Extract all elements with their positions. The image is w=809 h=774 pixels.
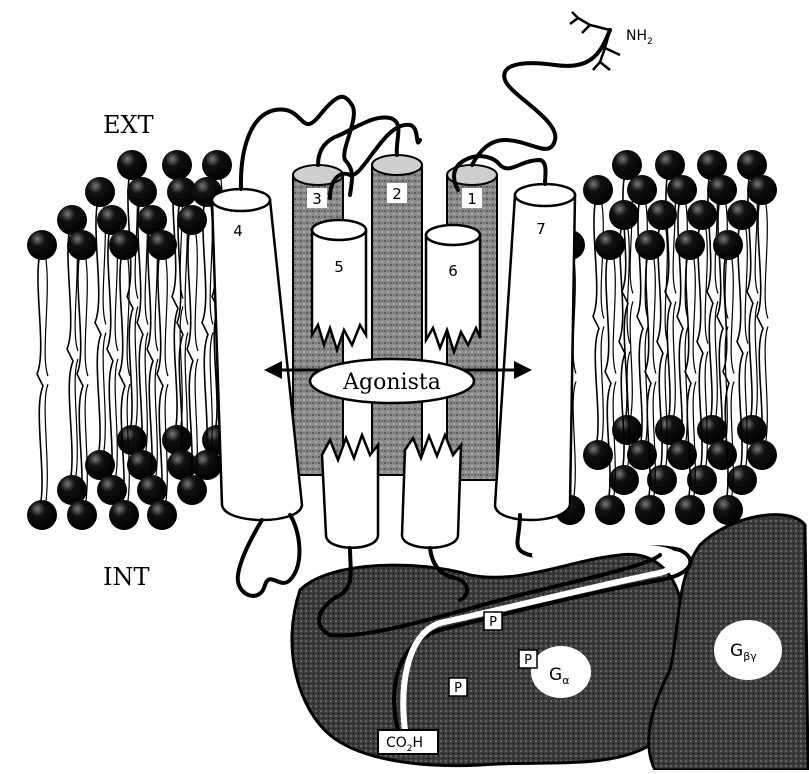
lipid-tail	[137, 200, 143, 457]
helix-7-label: 7	[536, 220, 546, 238]
lipid-head	[162, 150, 192, 180]
lipid-tail	[95, 200, 101, 457]
helix-5-lower	[322, 435, 378, 548]
lipid-head	[667, 440, 697, 470]
lipid-tail	[157, 253, 163, 507]
n-terminal-glycosylation	[570, 12, 620, 70]
lipid-tail	[165, 253, 168, 507]
lipid-head	[147, 230, 177, 260]
helix-6-upper: 6	[426, 225, 480, 352]
svg-text:P: P	[489, 615, 497, 630]
lipid-head	[27, 500, 57, 530]
lipid-head	[609, 465, 639, 495]
lipid-head	[612, 150, 642, 180]
lipid-tail	[119, 253, 125, 507]
lipid-head	[177, 205, 207, 235]
lipid-tail	[593, 198, 599, 447]
lipid-head	[67, 500, 97, 530]
lipid-head	[635, 230, 665, 260]
helix-5-label: 5	[334, 258, 344, 276]
lipid-head	[747, 440, 777, 470]
lipid-tail	[185, 200, 188, 457]
lipid-head	[67, 230, 97, 260]
amino-terminus-label: NH2	[626, 28, 653, 47]
lipid-head	[675, 495, 705, 525]
lipid-tail	[177, 200, 183, 457]
agonist-label: Agonista	[342, 370, 441, 395]
phosphate-group-1: P	[484, 612, 502, 630]
lipid-tail	[135, 173, 138, 432]
lipid-head	[667, 175, 697, 205]
lipid-tail	[613, 253, 616, 502]
lipid-head	[727, 465, 757, 495]
exterior-label: EXT	[103, 111, 154, 139]
lipid-tail	[115, 228, 118, 482]
lipid-head	[635, 495, 665, 525]
phosphate-group-3: P	[449, 678, 467, 696]
lipid-tail	[145, 200, 148, 457]
helix-3-label: 3	[312, 190, 322, 208]
lipid-head	[583, 175, 613, 205]
lipid-head	[675, 230, 705, 260]
right-lipid-bilayer	[555, 150, 777, 525]
lipid-head	[687, 465, 717, 495]
helix-4-label: 4	[233, 222, 243, 240]
lipid-tail	[757, 198, 763, 447]
helix-2: 2	[372, 155, 422, 475]
lipid-tail	[195, 228, 198, 482]
helix-4: 4	[212, 189, 302, 520]
lipid-head	[127, 177, 157, 207]
lipid-head	[202, 150, 232, 180]
lipid-tail	[107, 228, 113, 482]
lipid-head	[609, 200, 639, 230]
lipid-tail	[172, 173, 178, 432]
lipid-head	[647, 200, 677, 230]
lipid-head	[747, 175, 777, 205]
helix-2-label: 2	[392, 185, 402, 203]
interior-label: INT	[103, 563, 150, 591]
lipid-head	[612, 415, 642, 445]
svg-text:P: P	[524, 653, 532, 668]
lipid-head	[595, 495, 625, 525]
helix-1-label: 1	[467, 190, 477, 208]
lipid-head	[109, 500, 139, 530]
helix-7: 7	[495, 184, 575, 520]
lipid-tail	[765, 198, 768, 447]
lipid-head	[647, 465, 677, 495]
svg-text:P: P	[454, 681, 462, 696]
lipid-head	[27, 230, 57, 260]
left-lipid-bilayer	[27, 150, 232, 530]
lipid-head	[85, 177, 115, 207]
lipid-tail	[202, 200, 208, 457]
lipid-tail	[77, 253, 83, 507]
lipid-tail	[147, 228, 153, 482]
lipid-head	[627, 440, 657, 470]
phosphate-group-2: P	[519, 650, 537, 668]
lipid-head	[177, 475, 207, 505]
lipid-head	[687, 200, 717, 230]
lipid-tail	[37, 253, 43, 507]
carboxyl-terminus: CO2H	[378, 730, 438, 754]
lipid-head	[627, 175, 657, 205]
lipid-head	[109, 230, 139, 260]
lipid-head	[147, 500, 177, 530]
lipid-head	[707, 175, 737, 205]
lipid-head	[713, 230, 743, 260]
lipid-tail	[67, 228, 73, 482]
lipid-tail	[45, 253, 48, 507]
lipid-tail	[103, 200, 106, 457]
lipid-head	[595, 230, 625, 260]
helix-5-upper: 5	[312, 220, 366, 350]
helix-6-lower	[402, 435, 461, 548]
helix-6-label: 6	[448, 262, 458, 280]
lipid-head	[117, 150, 147, 180]
lipid-head	[727, 200, 757, 230]
